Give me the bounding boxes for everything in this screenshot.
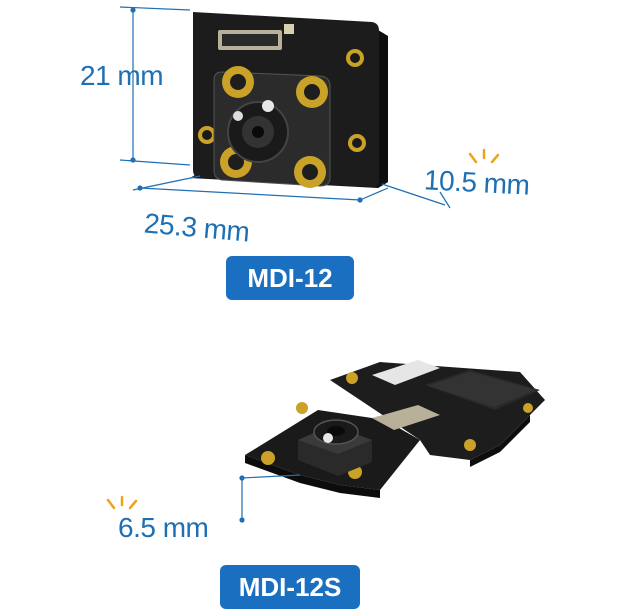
mdi-12-module [190,12,388,188]
mdi-12s-depth-dimension: 6.5 mm [118,512,209,543]
mdi-12-height-dimension: 21 mm [80,60,164,91]
mdi-12s-module [245,360,545,498]
mdi-12-dimension-lines [119,6,451,209]
mdi-12s-dimension-lines [239,474,301,523]
mdi-12s-name-badge: MDI-12S [220,565,360,609]
spark-icon [106,148,500,510]
mdi-12-depth-dimension: 10.5 mm [423,164,531,201]
mdi-12-name-badge: MDI-12 [226,256,354,300]
